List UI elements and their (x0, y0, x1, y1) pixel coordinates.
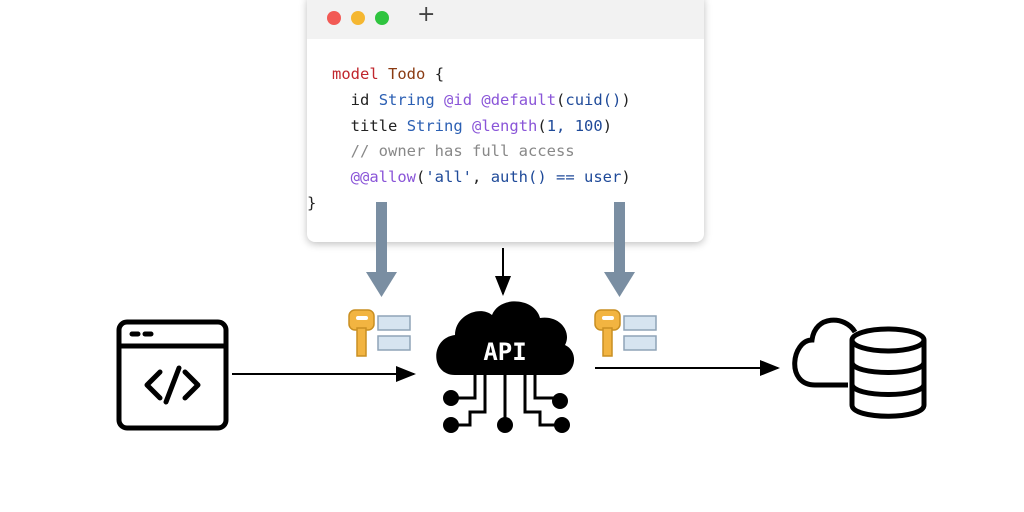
key-table-icon-right (594, 309, 657, 357)
code-line: title String @length(1, 100) (351, 117, 612, 135)
expression: auth() == user (490, 168, 622, 187)
api-label: API (483, 338, 526, 366)
maximize-button[interactable] (375, 11, 389, 25)
type: String (406, 116, 463, 135)
brace: { (434, 65, 445, 83)
close-button[interactable] (327, 11, 341, 25)
field: title (350, 116, 398, 135)
separator: , (472, 168, 491, 187)
browser-code-icon (116, 319, 229, 431)
attribute: @id (444, 90, 473, 109)
code-block: model Todo { id String @id @default(cuid… (307, 62, 631, 217)
api-cloud-icon: API (436, 301, 575, 433)
title-bar: + (307, 0, 704, 39)
attribute: @length (472, 116, 538, 135)
type: String (378, 90, 435, 109)
table-icon (377, 315, 411, 351)
code-window: + model Todo { id String @id @default(cu… (307, 0, 704, 242)
code-line: id String @id @default(cuid()) (351, 91, 631, 109)
attribute: @@allow (350, 168, 416, 187)
table-icon (623, 315, 657, 351)
paren: ( (416, 168, 426, 187)
paren: ) (621, 90, 631, 109)
paren: ( (556, 90, 566, 109)
new-tab-icon[interactable]: + (417, 2, 436, 27)
arguments: 1, 100 (546, 116, 603, 135)
brace: } (307, 193, 317, 212)
function: cuid() (565, 90, 622, 109)
code-line: @@allow('all', auth() == user) (351, 168, 631, 186)
policy-arrow-right (604, 202, 635, 297)
minimize-button[interactable] (351, 11, 365, 25)
code-line: model Todo { (332, 65, 444, 83)
paren: ( (537, 116, 547, 135)
policy-arrow-left (366, 202, 397, 297)
comment: // owner has full access (350, 142, 575, 161)
keyword: model (332, 65, 379, 83)
key-table-icon-left (348, 309, 411, 357)
field: id (350, 90, 370, 109)
paren: ) (602, 116, 613, 135)
attribute: @default (481, 90, 557, 109)
string: 'all' (425, 168, 473, 187)
model-name: Todo (388, 65, 426, 83)
paren: ) (621, 168, 631, 187)
cloud-database-icon (792, 317, 927, 419)
